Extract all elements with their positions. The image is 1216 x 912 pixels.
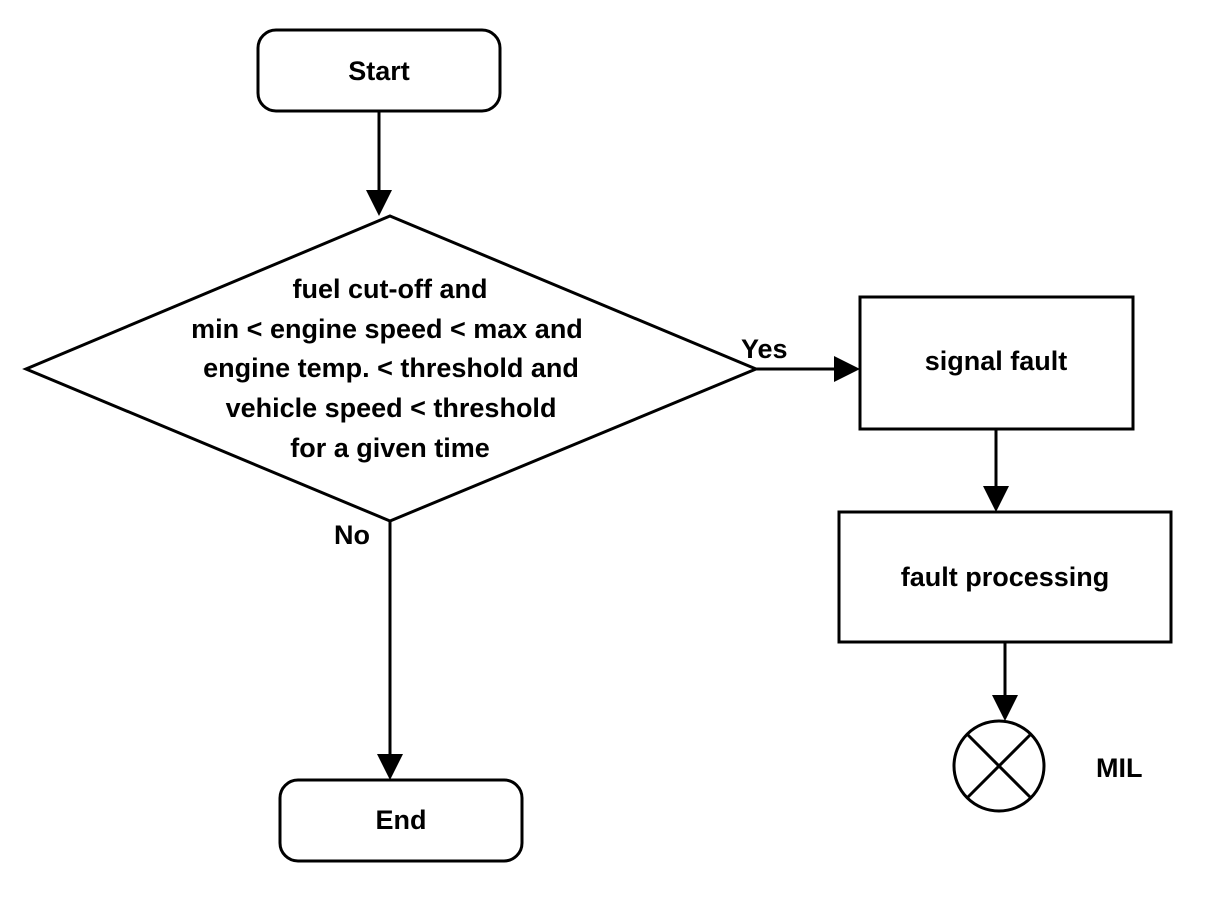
- decision-line-2: min < engine speed < max and: [191, 314, 583, 344]
- fault-processing-label: fault processing: [901, 562, 1110, 592]
- signal-fault-node: signal fault: [858, 295, 1135, 431]
- signal-fault-label: signal fault: [925, 346, 1068, 376]
- start-node: Start: [256, 28, 502, 113]
- decision-node: fuel cut-off and min < engine speed < ma…: [22, 214, 760, 523]
- arrow-start-to-decision: [366, 111, 392, 216]
- mil-lamp-icon: [952, 719, 1046, 813]
- decision-line-3: engine temp. < threshold and: [203, 353, 579, 383]
- arrow-signal-to-processing: [983, 429, 1009, 512]
- arrow-no: No: [334, 520, 403, 780]
- start-label: Start: [348, 56, 410, 86]
- end-node: End: [278, 778, 524, 863]
- arrow-processing-to-mil: [992, 642, 1018, 721]
- fault-processing-node: fault processing: [837, 510, 1173, 644]
- end-label: End: [376, 805, 427, 835]
- mil-label: MIL: [1096, 753, 1143, 783]
- decision-line-5: for a given time: [290, 433, 490, 463]
- arrow-yes: Yes: [741, 334, 860, 382]
- yes-label: Yes: [741, 334, 788, 364]
- decision-line-1: fuel cut-off and: [293, 274, 488, 304]
- no-label: No: [334, 520, 370, 550]
- decision-line-4: vehicle speed < threshold: [226, 393, 557, 423]
